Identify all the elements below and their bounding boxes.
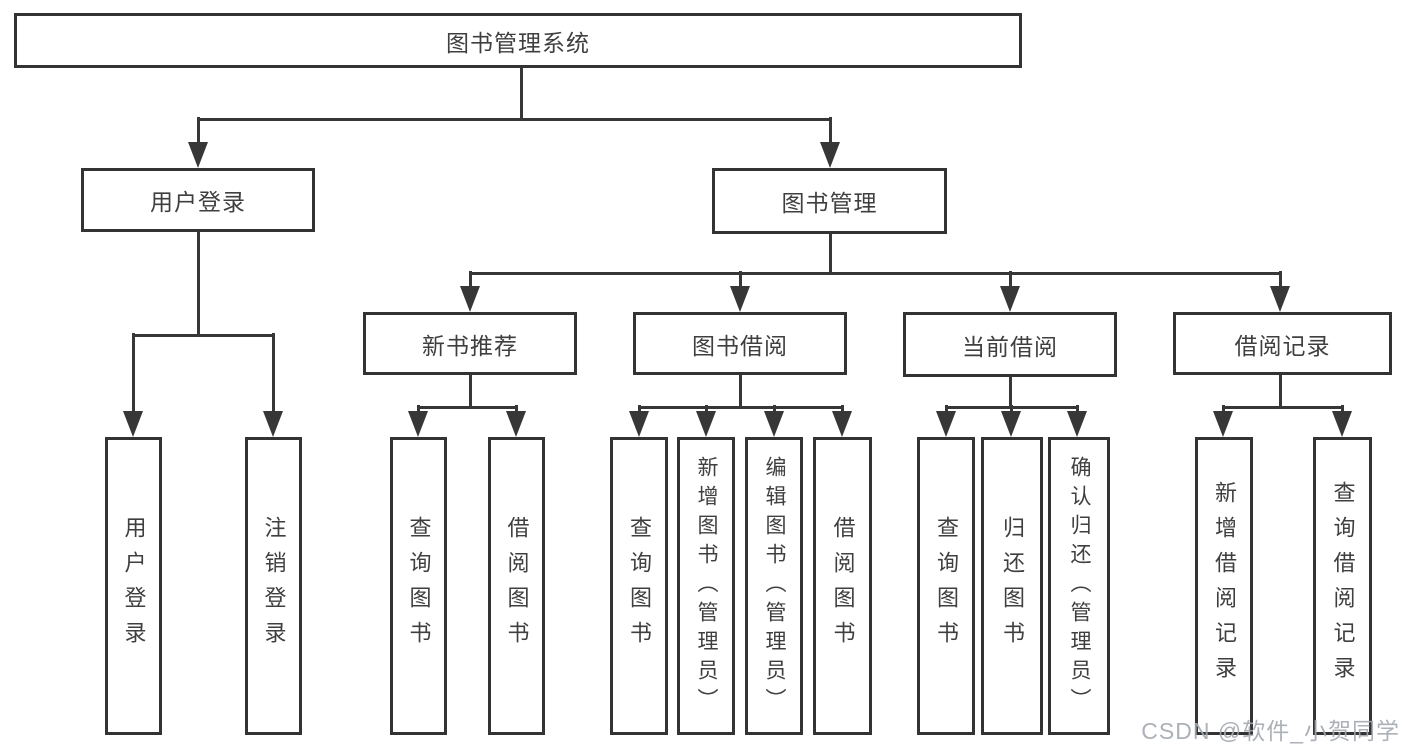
node-label: 新书推荐 — [422, 332, 518, 359]
leaf-query-books-current: 查询图书 — [917, 437, 975, 735]
connector-line — [197, 117, 200, 144]
connector-line — [1009, 271, 1012, 288]
arrow-down-icon — [1332, 411, 1352, 437]
connector-line — [1341, 405, 1344, 413]
node-book-borrow: 图书借阅 — [633, 312, 847, 375]
connector-line — [132, 334, 275, 337]
leaf-borrow-books: 借阅图书 — [813, 437, 872, 735]
csdn-watermark: CSDN @软件_小贺同学 — [1141, 718, 1400, 744]
connector-line — [520, 65, 523, 120]
node-root-system: 图书管理系统 — [14, 13, 1022, 68]
node-label: 编辑图书（管理员） — [763, 455, 786, 717]
leaf-edit-books-admin: 编辑图书（管理员） — [745, 437, 803, 735]
connector-line — [705, 405, 708, 413]
arrow-down-icon — [123, 411, 143, 437]
connector-line — [739, 373, 742, 408]
arrow-down-icon — [1270, 286, 1290, 312]
connector-line — [841, 405, 844, 413]
arrow-down-icon — [460, 286, 480, 312]
arrow-down-icon — [1001, 411, 1021, 437]
arrow-down-icon — [832, 411, 852, 437]
node-current-borrow: 当前借阅 — [903, 312, 1117, 377]
arrow-down-icon — [629, 411, 649, 437]
arrow-down-icon — [936, 411, 956, 437]
leaf-user-login: 用户登录 — [105, 437, 162, 735]
connector-line — [1010, 405, 1013, 413]
connector-line — [469, 373, 472, 408]
connector-line — [638, 405, 641, 413]
connector-line — [945, 405, 948, 413]
connector-line — [945, 406, 1078, 409]
node-borrow-records: 借阅记录 — [1173, 312, 1392, 375]
connector-line — [638, 406, 843, 409]
arrow-down-icon — [263, 411, 283, 437]
node-label: 注销登录 — [261, 516, 287, 656]
connector-line — [469, 272, 1281, 275]
leaf-add-borrow-record: 新增借阅记录 — [1195, 437, 1253, 735]
connector-line — [739, 271, 742, 288]
node-book-management: 图书管理 — [712, 168, 947, 234]
node-label: 图书管理 — [781, 190, 878, 216]
node-label: 图书借阅 — [692, 332, 788, 359]
connector-line — [197, 230, 200, 336]
connector-line — [197, 118, 832, 121]
arrow-down-icon — [188, 142, 208, 168]
node-label: 借阅记录 — [1234, 332, 1331, 359]
arrow-down-icon — [764, 411, 784, 437]
node-label: 查询借阅记录 — [1330, 481, 1356, 691]
node-label: 当前借阅 — [962, 333, 1058, 360]
leaf-add-books-admin: 新增图书（管理员） — [677, 437, 735, 735]
connector-line — [515, 405, 518, 413]
node-label: 确认归还（管理员） — [1068, 455, 1091, 717]
leaf-query-books-borrow: 查询图书 — [610, 437, 668, 735]
connector-line — [272, 333, 275, 413]
connector-line — [132, 333, 135, 413]
connector-line — [829, 117, 832, 144]
arrow-down-icon — [408, 411, 428, 437]
node-label: 图书管理系统 — [446, 29, 590, 56]
connector-line — [469, 271, 472, 288]
node-label: 查询图书 — [406, 516, 432, 656]
node-label: 借阅图书 — [504, 516, 530, 656]
connector-line — [1279, 373, 1282, 408]
leaf-borrow-books-recommend: 借阅图书 — [488, 437, 545, 735]
node-label: 借阅图书 — [830, 516, 856, 656]
connector-line — [829, 232, 832, 274]
connector-line — [1222, 406, 1343, 409]
node-label: 查询图书 — [627, 516, 652, 656]
connector-line — [417, 406, 517, 409]
connector-line — [1222, 405, 1225, 413]
arrow-down-icon — [820, 142, 840, 168]
arrow-down-icon — [1213, 411, 1233, 437]
arrow-down-icon — [1000, 286, 1020, 312]
node-label: 归还图书 — [1000, 516, 1025, 656]
node-label: 查询图书 — [934, 516, 959, 656]
connector-line — [1279, 271, 1282, 288]
node-new-book-recommend: 新书推荐 — [363, 312, 577, 375]
leaf-logout: 注销登录 — [245, 437, 302, 735]
leaf-query-borrow-record: 查询借阅记录 — [1313, 437, 1372, 735]
connector-line — [417, 405, 420, 413]
node-label: 用户登录 — [121, 516, 147, 656]
connector-line — [1009, 375, 1012, 408]
leaf-query-books-recommend: 查询图书 — [390, 437, 447, 735]
arrow-down-icon — [1067, 411, 1087, 437]
arrow-down-icon — [696, 411, 716, 437]
arrow-down-icon — [730, 286, 750, 312]
node-label: 新增借阅记录 — [1212, 481, 1237, 691]
node-label: 用户登录 — [150, 189, 246, 215]
leaf-return-books: 归还图书 — [981, 437, 1043, 735]
connector-line — [773, 405, 776, 413]
connector-line — [1076, 405, 1079, 413]
node-user-login: 用户登录 — [81, 168, 315, 232]
leaf-confirm-return-admin: 确认归还（管理员） — [1048, 437, 1110, 735]
node-label: 新增图书（管理员） — [695, 455, 718, 717]
arrow-down-icon — [506, 411, 526, 437]
